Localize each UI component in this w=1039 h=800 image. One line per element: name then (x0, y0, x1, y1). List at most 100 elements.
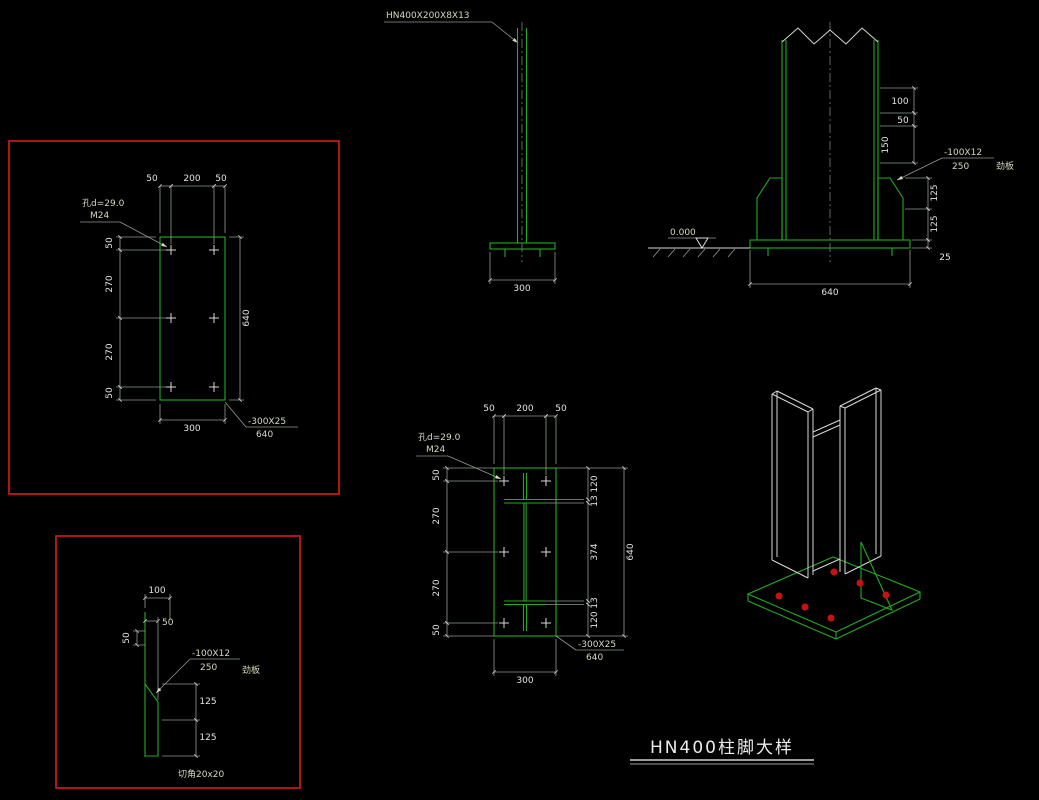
plate-note: 640 (256, 430, 273, 440)
dim-text: 300 (183, 424, 200, 434)
anchor-bolt (830, 568, 838, 576)
stiffener-plan-lines (522, 473, 528, 631)
view-column-elevation-side: 0.000 100 50 150 125 125 25 -100X12 250 … (648, 22, 1014, 298)
dim-text: 50 (555, 404, 567, 414)
iso-column-web (812, 419, 841, 572)
leader-plate-note (555, 635, 624, 651)
drawing-title-block: HN400柱脚大样 (630, 738, 814, 765)
ext-lines (749, 250, 911, 288)
dim-text: 300 (516, 676, 533, 686)
view-base-plate-plan-bottom: 50 200 50 50 270 270 50 120 13 374 13 12… (416, 404, 636, 686)
stiffener-note: 250 (200, 663, 217, 673)
dim-text: 50 (432, 624, 442, 636)
dim-text: 125 (199, 697, 216, 707)
ground-hatch (652, 248, 736, 258)
hole-note: M24 (426, 445, 445, 455)
iso-base-plate-thickness (747, 592, 921, 640)
leader-stiffener (896, 157, 943, 181)
iso-anchor-bolts (775, 568, 890, 622)
dim-text: 150 (881, 136, 891, 153)
stiffener-note: 劲板 (242, 664, 260, 676)
dim-text: 120 (590, 611, 600, 628)
dim-text: 125 (930, 184, 940, 201)
dim-text: 125 (930, 215, 940, 232)
dim-text: 13 (590, 495, 600, 506)
dim-text: 50 (122, 632, 132, 644)
anchor-bolt-marks (504, 249, 541, 257)
stiffener-note: 劲板 (996, 160, 1014, 172)
plate-note: -300X25 (578, 640, 616, 650)
anchor-bolt-marks (767, 248, 893, 256)
view-column-elevation-front: HN400X200X8X13 300 (384, 11, 557, 294)
ext-lines-left (116, 236, 166, 401)
dim-text: 374 (590, 543, 600, 560)
base-plate-outline (159, 236, 226, 401)
view-base-plate-plan-top: 50 200 50 50 270 270 50 640 300 孔d=29.0 … (8, 140, 340, 495)
iso-column-flange-right (839, 387, 882, 575)
section-label: HN400X200X8X13 (386, 11, 470, 21)
ext-lines-top (159, 186, 226, 244)
dim-text: 200 (183, 174, 200, 184)
break-line (781, 27, 879, 45)
ext-lines (880, 87, 918, 164)
hole-note: 孔d=29.0 (418, 432, 461, 443)
dim-text: 640 (242, 309, 252, 326)
level-text: 0.000 (670, 228, 696, 238)
base-plate-edge (749, 239, 911, 249)
ext-lines (493, 639, 557, 676)
dim-text: 50 (215, 174, 227, 184)
leader-plate-note (224, 401, 298, 428)
view-isometric-3d (746, 387, 922, 640)
dim-text: 640 (626, 543, 636, 560)
dim-text: 100 (148, 586, 165, 596)
dim-text: 270 (432, 507, 442, 524)
plate-note: -300X25 (248, 417, 286, 427)
stiffener-note: -100X12 (192, 649, 230, 659)
ext-lines (133, 630, 145, 646)
dim-text: 125 (199, 733, 216, 743)
dim-text: 270 (432, 579, 442, 596)
level-symbol (695, 237, 709, 249)
ext-lines (443, 467, 498, 637)
plate-note: 640 (586, 653, 603, 663)
anchor-bolt-crosses (166, 245, 219, 392)
dim-text: 120 (590, 475, 600, 492)
stiffener-right (877, 177, 904, 241)
view-stiffener-detail: 100 50 50 -100X12 250 劲板 125 125 切角20x20 (55, 535, 301, 789)
dim-text: 50 (105, 237, 115, 249)
dim-text: 270 (105, 275, 115, 292)
stiffener-note: -100X12 (944, 148, 982, 158)
dim-text: 50 (432, 469, 442, 481)
dim-text: 13 (590, 597, 600, 608)
ext-lines (905, 177, 932, 249)
ext-lines (489, 252, 556, 284)
dim-text: 50 (897, 116, 909, 126)
column-flange-lines (781, 40, 879, 240)
anchor-bolt (775, 592, 783, 600)
dim-text: 50 (146, 174, 158, 184)
leader-stiffener (155, 658, 191, 694)
dim-text: 50 (105, 387, 115, 399)
ext-lines (162, 683, 200, 757)
dim-text: 200 (516, 404, 533, 414)
ext-lines (546, 467, 628, 637)
anchor-bolt (882, 591, 890, 599)
leader-hole-note (447, 455, 502, 480)
anchor-bolt (801, 603, 809, 611)
base-plate-edge (489, 242, 556, 250)
column-web-lines (523, 503, 527, 601)
ext-lines (493, 416, 557, 475)
highlight-frame-top (8, 140, 340, 495)
dim-text: 100 (891, 97, 908, 107)
dim-text: 50 (483, 404, 495, 414)
hole-note: M24 (90, 211, 109, 221)
stiffener-note: 250 (952, 162, 969, 172)
hole-note: 孔d=29.0 (82, 198, 125, 209)
anchor-bolt (827, 614, 835, 622)
column-flange-lines (516, 28, 528, 243)
column-flange-lines (504, 498, 546, 606)
stiffener-left (756, 177, 783, 241)
leader-section (491, 21, 519, 44)
drawing-title: HN400柱脚大样 (650, 738, 794, 758)
